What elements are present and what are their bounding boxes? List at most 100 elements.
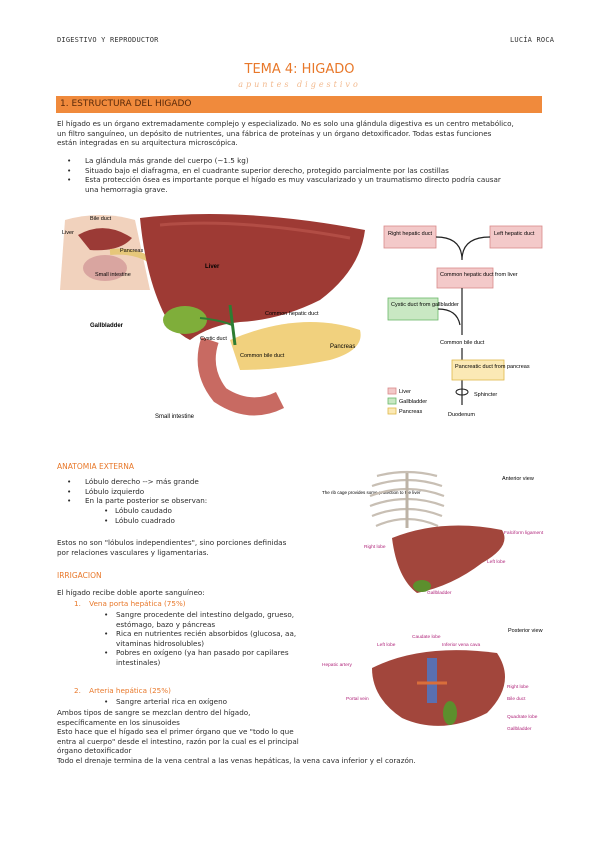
label-gallbladder: Gallbladder	[90, 323, 124, 329]
legend-panc-swatch	[387, 407, 397, 415]
label-liver-small: Liver	[62, 230, 74, 236]
box-common-hepatic	[436, 267, 494, 289]
page-title: TEMA 4: HIGADO	[244, 62, 355, 77]
anatomia-text: Estos no son "lóbulos independientes", s…	[57, 538, 337, 557]
label-small-intestine: Small intestine	[155, 414, 195, 420]
portal-vein-label: Portal vein	[346, 696, 369, 702]
label-pancreas: Pancreas	[330, 344, 355, 350]
label-common-bile: Common bile duct	[240, 353, 285, 359]
left-lobe-p-label: Left lobe	[377, 642, 396, 648]
label-pancreas-small: Pancreas	[120, 248, 143, 254]
quadrate-label: Quadrate lobe	[507, 714, 538, 720]
sub-item: Lóbulo caudado	[115, 506, 172, 515]
label-cystic: Cystic duct	[200, 336, 227, 342]
text-line: Esto hace que el hígado sea el primer ór…	[57, 727, 294, 737]
box-common-hepatic-label: Common hepatic duct from liver	[440, 272, 518, 278]
legend-gallbladder: Gallbladder	[399, 399, 427, 405]
section-heading-bar: 1. ESTRUCTURA DEL HIGADO	[56, 96, 542, 113]
intro-bullets: La glándula más grande del cuerpo (~1.5 …	[57, 156, 547, 185]
intro-paragraph: El hígado es un órgano extremadamente co…	[57, 119, 547, 148]
list-item: Lóbulo izquierdo	[57, 487, 317, 497]
list-item: •Sangre procedente del intestino delgado…	[104, 610, 295, 629]
list-item: Situado bajo el diafragma, en el cuadran…	[57, 166, 547, 176]
text-line: específicamente en los sinusoides	[57, 717, 180, 727]
list-item: La glándula más grande del cuerpo (~1.5 …	[57, 156, 547, 166]
list-item: Esta protección ósea es importante porqu…	[57, 175, 547, 185]
common-bile-label: Common bile duct	[440, 340, 485, 346]
box-pancreatic-label: Pancreatic duct from pancreas	[455, 364, 530, 370]
anterior-view-label: Anterior view	[502, 476, 534, 482]
section-heading: 1. ESTRUCTURA DEL HIGADO	[60, 99, 192, 109]
irrigacion-intro: El hígado recibe doble aporte sanguíneo:	[57, 588, 205, 597]
irrigacion-closing: Ambos tipos de sangre se mezclan dentro …	[57, 708, 557, 766]
bullet-continuation: una hemorragia grave.	[85, 185, 168, 194]
caudate-label: Caudate lobe	[412, 634, 441, 640]
list-item: •Sangre arterial rica en oxígeno	[104, 697, 228, 706]
list-item: Lóbulo derecho --> más grande	[57, 477, 317, 487]
duodenum-label: Duodenum	[448, 412, 475, 418]
ribcage-drawing	[369, 470, 445, 528]
ribcage-note: The rib cage provides some protection to…	[322, 490, 421, 495]
label-common-hepatic: Common hepatic duct	[265, 311, 319, 317]
liver-inset	[78, 228, 132, 251]
label-small-intestine-small: Small intestine	[95, 272, 131, 278]
sphincter-label: Sphincter	[474, 392, 497, 398]
gallbladder-label: Gallbladder	[427, 590, 452, 596]
box-cystic-label: Cystic duct from gallbladder	[391, 302, 459, 308]
box-pancreatic	[451, 359, 505, 381]
text-line: órgano detoxificador	[57, 746, 132, 756]
legend-gall-swatch	[387, 397, 397, 405]
intro-line: un filtro sanguíneo, un depósito de nutr…	[57, 128, 492, 138]
label-liver: Liver	[205, 264, 220, 270]
legend-pancreas: Pancreas	[399, 409, 422, 415]
box-left-hepatic-label: Left hepatic duct	[494, 231, 535, 237]
anatomia-sub: Lóbulo caudado Lóbulo cuadrado	[115, 506, 175, 525]
box-right-hepatic-label: Right hepatic duct	[388, 231, 432, 237]
intro-line: están integradas en su arquitectura micr…	[57, 138, 238, 148]
bile-duct-label: Bile duct	[507, 696, 526, 702]
sub-item: Lóbulo cuadrado	[115, 515, 175, 525]
irrigacion-heading: IRRIGACION	[57, 571, 102, 580]
anatomia-heading: ANATOMIA EXTERNA	[57, 462, 134, 471]
legend-liver-swatch	[387, 387, 397, 395]
gallbladder-shape	[163, 306, 207, 334]
intro-line: El hígado es un órgano extremadamente co…	[57, 119, 514, 128]
right-lobe-p-label: Right lobe	[507, 684, 529, 690]
text-line: entra al cuerpo" desde el intestino, raz…	[57, 736, 299, 746]
text-line: Estos no son "lóbulos independientes", s…	[57, 538, 287, 547]
text-line: Todo el drenaje termina de la vena centr…	[57, 755, 416, 765]
intestine-inset	[83, 255, 127, 281]
gallbladder-p-label: Gallbladder	[507, 726, 532, 732]
liver-anatomy-figure: Bile duct Liver Pancreas Small intestine…	[60, 214, 365, 420]
posterior-gallbladder-shape	[443, 701, 457, 725]
ivc-shape	[427, 658, 437, 703]
list-item: •Pobres en oxígeno (ya han pasado por ca…	[104, 648, 289, 667]
header-right: LUCÍA ROCA	[510, 36, 555, 44]
liver-views-figure: Anterior view The rib cage provides some…	[322, 470, 544, 732]
left-lobe-label: Left lobe	[487, 559, 506, 565]
box-left-hepatic	[489, 225, 543, 249]
header-left: DIGESTIVO Y REPRODUCTOR	[57, 36, 159, 44]
list-item: •Rica en nutrientes recién absorbidos (g…	[104, 629, 297, 648]
intestine-shape	[197, 337, 285, 416]
item-number: 2.	[74, 686, 81, 695]
box-right-hepatic	[383, 225, 437, 249]
item-title: Vena porta hepática (75%)	[89, 599, 186, 608]
posterior-view-label: Posterior view	[508, 628, 543, 634]
anterior-gallbladder-shape	[413, 580, 431, 592]
pancreas-shape	[230, 322, 361, 370]
label-bile-duct: Bile duct	[90, 216, 112, 222]
hepatic-artery-label: Hepatic artery	[322, 662, 352, 668]
falciform-label: Falciform ligament	[504, 530, 544, 536]
anatomia-bullets: Lóbulo derecho --> más grande Lóbulo izq…	[57, 477, 317, 506]
item-title: Arteria hepática (25%)	[89, 686, 171, 695]
text-line: Ambos tipos de sangre se mezclan dentro …	[57, 708, 251, 717]
irrigacion-item-1: 1. Vena porta hepática (75%)	[74, 599, 186, 609]
list-item: En la parte posterior se observan:	[57, 496, 317, 506]
ivc-label: Inferior vena cava	[442, 642, 480, 648]
anterior-liver-shape	[392, 525, 505, 593]
page-subtitle: apuntes digestivo	[238, 80, 361, 89]
posterior-liver-shape	[372, 650, 505, 726]
irrigacion-item-2-bullets: •Sangre arterial rica en oxígeno	[104, 697, 227, 707]
legend-liver: Liver	[399, 389, 411, 395]
